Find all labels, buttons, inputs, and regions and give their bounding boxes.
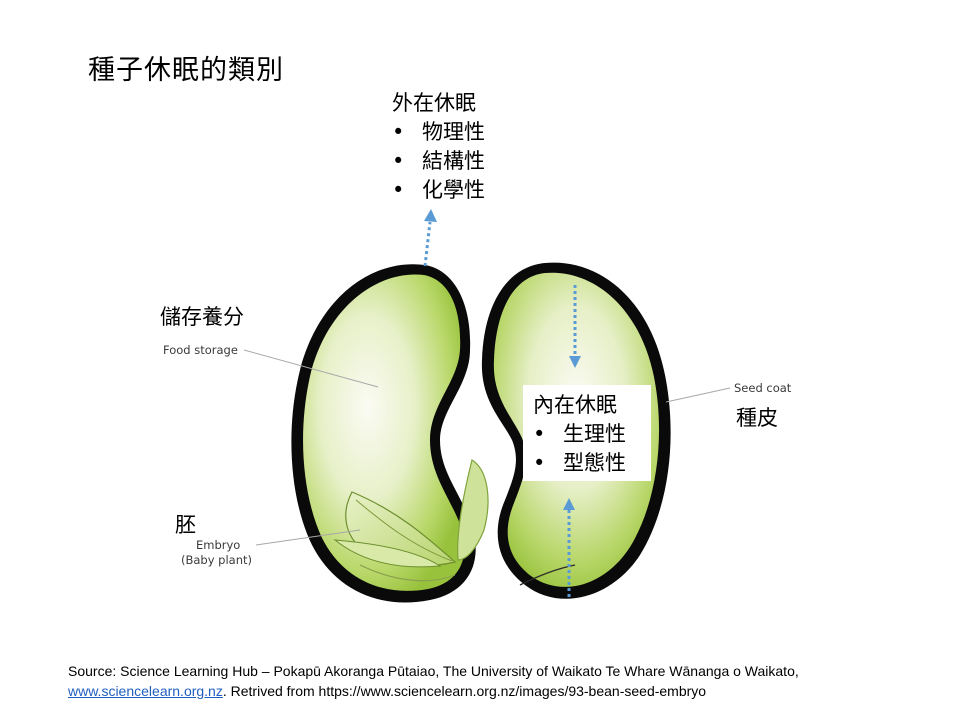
exogenous-item: 物理性	[392, 118, 485, 147]
endogenous-dormancy-box: 內在休眠 生理性 型態性	[523, 385, 651, 481]
endogenous-item: 型態性	[533, 449, 651, 478]
endogenous-item: 生理性	[533, 420, 651, 449]
food-storage-label-en: Food storage	[163, 343, 238, 357]
exogenous-dormancy-block: 外在休眠 物理性 結構性 化學性	[392, 89, 485, 205]
embryo-leader	[255, 529, 361, 546]
food-storage-label-zh: 儲存養分	[160, 305, 244, 329]
embryo-label-en-1: Embryo	[196, 538, 241, 552]
slide-title: 種子休眠的類別	[88, 55, 284, 86]
exogenous-heading: 外在休眠	[392, 91, 476, 115]
seed-coat-label-en: Seed coat	[734, 381, 792, 395]
seed-coat-leader	[665, 387, 731, 403]
left-cotyledon	[303, 274, 465, 591]
source-citation: Source: Science Learning Hub – Pokapū Ak…	[68, 661, 799, 701]
exogenous-item: 結構性	[392, 147, 485, 176]
radicle	[457, 459, 489, 561]
source-line-1: Source: Science Learning Hub – Pokapū Ak…	[68, 663, 799, 679]
seed-coat-label-zh: 種皮	[736, 406, 778, 430]
endogenous-heading: 內在休眠	[533, 393, 617, 417]
source-link[interactable]: www.sciencelearn.org.nz	[68, 683, 223, 699]
exogenous-item: 化學性	[392, 176, 485, 205]
embryo-label-en-2: (Baby plant)	[181, 553, 253, 567]
exogenous-arrow	[423, 221, 432, 267]
endogenous-list: 生理性 型態性	[533, 420, 651, 478]
embryo-label-zh: 胚	[175, 513, 196, 537]
food-storage-leader	[243, 349, 379, 388]
source-line-2: www.sciencelearn.org.nz. Retrived from h…	[68, 681, 799, 701]
exogenous-list: 物理性 結構性 化學性	[392, 118, 485, 205]
embryo-leaf-2	[333, 539, 442, 568]
source-line-2-rest: . Retrived from https://www.sciencelearn…	[222, 683, 707, 699]
